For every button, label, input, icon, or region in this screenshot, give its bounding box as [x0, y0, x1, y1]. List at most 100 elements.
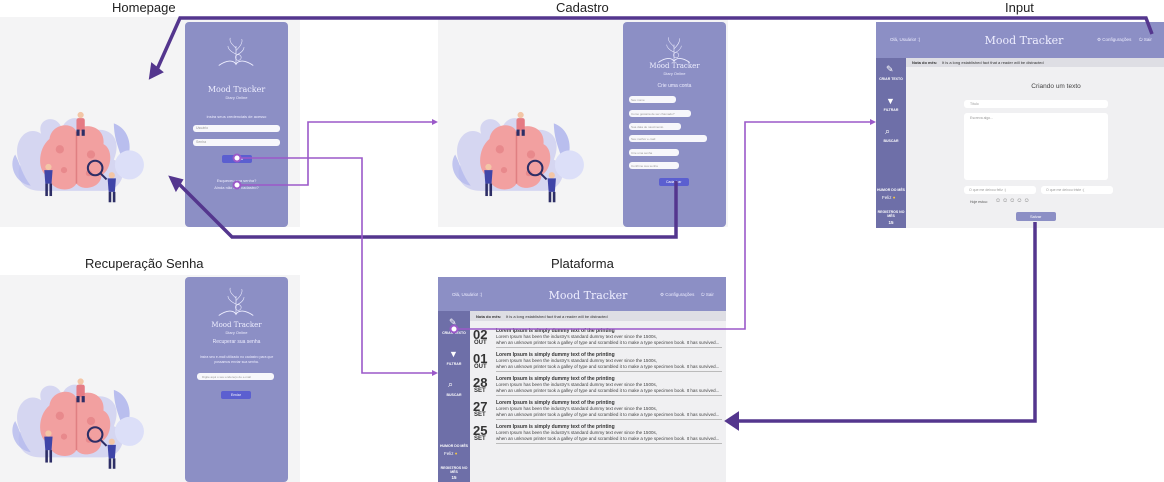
register-card: Mood Tracker Diary Online Crie uma conta… [623, 22, 726, 227]
sad-input[interactable]: O que me deixou triste :( [1041, 186, 1113, 194]
homepage-frame: Mood Tracker Diary Online insira seus cr… [0, 17, 300, 227]
submit-label: Cadastrar [666, 180, 682, 184]
mood-face-icon[interactable]: ☺ [1023, 198, 1031, 204]
write-label: CRIAR TEXTO [442, 331, 466, 335]
entry-line: Lorem Ipsum has been the industry's stan… [496, 406, 657, 411]
entry-divider [496, 419, 722, 420]
entry-month: SET [474, 436, 486, 442]
recovery-email-field[interactable]: Digite aqui o seu endereço de e-mail [197, 373, 274, 380]
register-field[interactable]: Como gostaria de ser chamado? [629, 110, 691, 117]
notice-label: Nota do mês: [476, 314, 502, 319]
count-value: 15 [451, 475, 457, 480]
register-field[interactable]: Seu melhor e-mail [629, 135, 707, 142]
settings-label: Configurações [665, 292, 695, 297]
mood-face-icon[interactable]: ☺ [1016, 198, 1024, 204]
register-field[interactable]: Seu nome [629, 96, 676, 103]
write-button[interactable]: ✎ CRIAR TEXTO [438, 317, 470, 337]
settings-link[interactable]: ⚙ Configurações [1097, 37, 1132, 42]
greeting: Olá, Usuário! :) [890, 37, 921, 42]
brain-illustration [10, 365, 145, 477]
register-submit-button[interactable]: Cadastrar [659, 178, 689, 186]
settings-label: Configurações [1102, 37, 1132, 42]
entry-line: when an unknown printer took a galley of… [496, 412, 720, 417]
login-card: Mood Tracker Diary Online insira seus cr… [185, 22, 288, 227]
field-placeholder: Seu melhor e-mail [631, 136, 656, 141]
entry-day: 25 [473, 423, 488, 438]
mood-value: Feliz ● [444, 451, 458, 456]
mood-face-icon[interactable]: ☺ [1009, 198, 1017, 204]
brand-tagline: Diary Online [225, 95, 248, 100]
entry-line: when an unknown printer took a galley of… [496, 436, 720, 441]
save-label: Salvar [1030, 214, 1042, 219]
filter-label: FILTRAR [883, 108, 899, 112]
mood-title: HUMOR DO MÊS [877, 188, 905, 192]
entry-title: Lorem Ipsum is simply dummy text of the … [496, 400, 615, 406]
recovery-heading: Recuperar sua senha [212, 339, 261, 345]
happy-input[interactable]: O que me deixou feliz :) [964, 186, 1036, 194]
mood-picker[interactable]: ☺☺☺☺☺ [995, 198, 1031, 204]
entry-divider [496, 347, 722, 348]
entry-day: 02 [473, 327, 488, 342]
register-field[interactable]: Crie uma senha [629, 149, 679, 156]
frame-title-cadastro: Cadastro [556, 0, 609, 15]
exit-label: Sair [705, 292, 714, 297]
write-button[interactable]: ✎ CRIAR TEXTO [876, 64, 906, 84]
mood-text: Feliz [444, 451, 454, 456]
forgot-password-link[interactable]: Esqueceu sua senha? [216, 178, 257, 183]
search-label: BUSCAR [446, 393, 462, 397]
field-placeholder: Sua data de nascimento [631, 124, 664, 129]
pencil-icon: ✎ [886, 64, 894, 74]
search-button[interactable]: ⌕ BUSCAR [438, 379, 470, 399]
greeting: Olá, Usuário! :) [452, 292, 483, 297]
submit-label: Enviar [231, 393, 241, 397]
exit-link[interactable]: ⏻ Sair [701, 292, 714, 297]
frame-title-homepage: Homepage [112, 0, 176, 15]
body-textarea[interactable]: Escreva algo... [964, 113, 1108, 180]
filter-label: FILTRAR [446, 362, 462, 366]
brain-illustration [450, 97, 585, 212]
entry-line: when an unknown printer took a galley of… [496, 364, 720, 369]
save-button[interactable]: Salvar [1016, 212, 1056, 221]
input-sidebar: ✎ CRIAR TEXTO ▼ FILTRAR ⌕ BUSCAR HUMOR D… [876, 58, 906, 228]
username-field[interactable]: Usuário [193, 125, 280, 132]
password-field[interactable]: Senha [193, 139, 280, 146]
enter-button[interactable]: Entrar [222, 155, 252, 163]
notice-bar: Nota do mês: It is a long established fa… [470, 311, 726, 321]
frame-title-input: Input [1005, 0, 1034, 15]
brand-name: Mood Tracker [207, 85, 266, 94]
frame-title-plataforma: Plataforma [551, 256, 614, 271]
filter-button[interactable]: ▼ FILTRAR [438, 349, 470, 369]
search-icon: ⌕ [885, 126, 891, 136]
entry-divider [496, 371, 722, 372]
register-field[interactable]: Confirme sua senha [629, 162, 679, 169]
body-placeholder: Escreva algo... [970, 116, 994, 120]
recovery-submit-button[interactable]: Enviar [221, 391, 251, 399]
enter-label: Entrar [234, 157, 244, 161]
mood-face-icon[interactable]: ☺ [1002, 198, 1010, 204]
entry-day: 28 [473, 375, 488, 390]
logo-icon [213, 285, 259, 323]
entry-line: Lorem Ipsum has been the industry's stan… [496, 358, 657, 363]
title-input[interactable]: Título [964, 100, 1108, 108]
entry-month: OUT [474, 364, 487, 370]
entry-title: Lorem Ipsum is simply dummy text of the … [496, 328, 615, 334]
settings-link[interactable]: ⚙ Configurações [660, 292, 695, 297]
email-placeholder: Digite aqui o seu endereço de e-mail [202, 374, 251, 379]
register-field[interactable]: Sua data de nascimento [629, 123, 681, 130]
mood-face-icon[interactable]: ☺ [995, 198, 1003, 204]
entry-title: Lorem Ipsum is simply dummy text of the … [496, 352, 615, 358]
mood-value: Feliz ● [882, 195, 896, 200]
filter-button[interactable]: ▼ FILTRAR [876, 96, 906, 116]
search-button[interactable]: ⌕ BUSCAR [876, 126, 906, 146]
search-icon: ⌕ [448, 379, 454, 389]
brand-name: Mood Tracker [649, 62, 700, 70]
sad-placeholder: O que me deixou triste :( [1046, 188, 1085, 192]
register-link[interactable]: Ainda não tem cadastro? [214, 185, 259, 190]
brand-name: Mood Tracker [548, 289, 628, 302]
entry-title: Lorem Ipsum is simply dummy text of the … [496, 424, 615, 430]
field-placeholder: Como gostaria de ser chamado? [631, 111, 675, 116]
exit-link[interactable]: ⏻ Sair [1139, 37, 1152, 42]
entry-month: SET [474, 388, 486, 394]
entry-line: when an unknown printer took a galley of… [496, 340, 720, 345]
